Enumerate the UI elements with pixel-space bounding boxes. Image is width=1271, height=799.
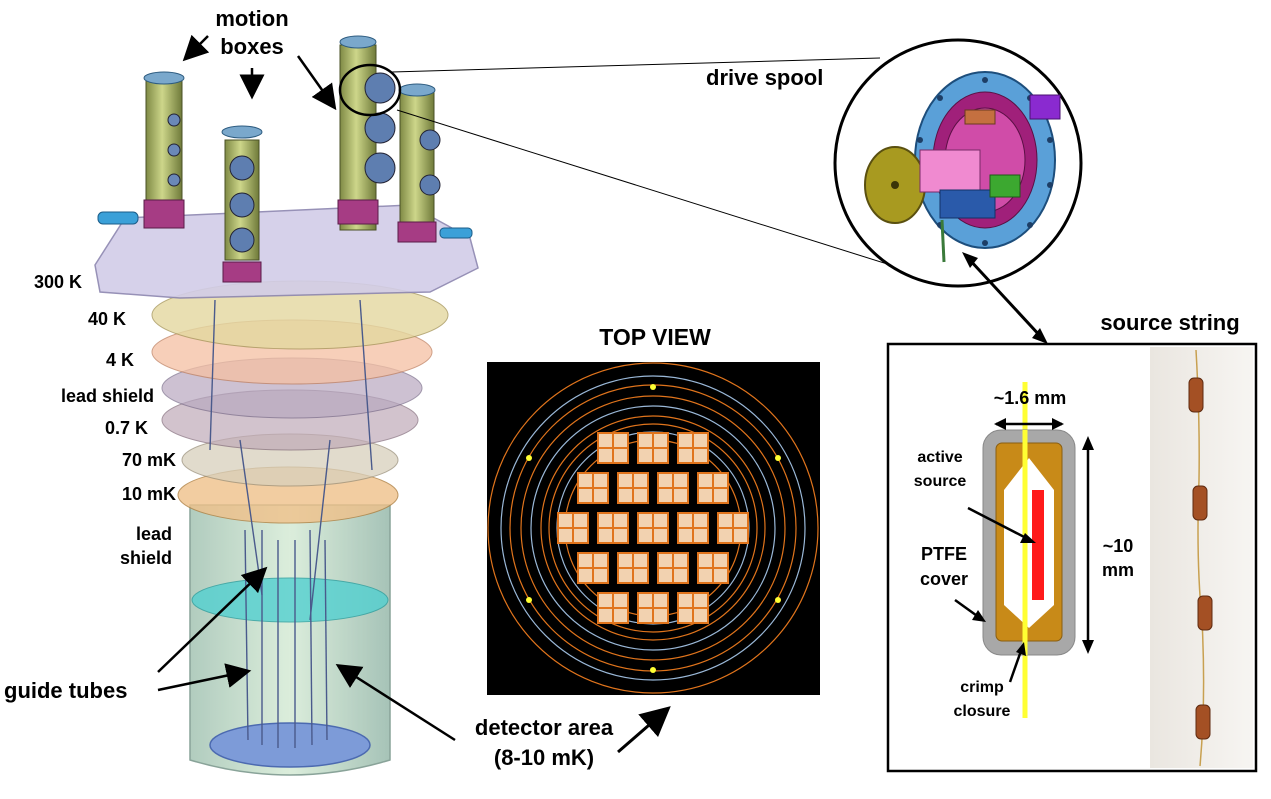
active-source-pointer bbox=[967, 506, 1031, 542]
source-string-photo bbox=[1150, 347, 1253, 768]
zoom-line-bottom bbox=[396, 109, 901, 269]
guide-tube-lines bbox=[209, 299, 373, 748]
plate-300k bbox=[94, 204, 479, 299]
detector-module bbox=[597, 432, 629, 464]
top-view-ring bbox=[540, 415, 766, 641]
motion-box-column-4 bbox=[397, 83, 441, 243]
guide-tubes-label: guide tubes bbox=[4, 678, 127, 703]
stage-label-300k: 300 K bbox=[34, 272, 82, 292]
crimp-label-line2: closure bbox=[954, 703, 1011, 720]
detector-module bbox=[677, 592, 709, 624]
ptfe-label-line2: cover bbox=[920, 569, 968, 589]
active-source bbox=[1032, 490, 1044, 600]
motion-box-column-1 bbox=[143, 71, 185, 229]
detector-area-label-line1: detector area bbox=[475, 715, 614, 740]
detector-module bbox=[597, 592, 629, 624]
ptfe-label-line1: PTFE bbox=[921, 544, 967, 564]
zoom-line-top bbox=[391, 57, 881, 73]
top-view-ring bbox=[520, 395, 786, 661]
active-source-label-line2: source bbox=[914, 473, 967, 490]
top-view-ring bbox=[548, 423, 758, 633]
detector-module bbox=[617, 552, 649, 584]
guide-tube-dots bbox=[526, 384, 781, 673]
cryostat-illustration bbox=[94, 35, 479, 776]
detector-module bbox=[637, 512, 669, 544]
detector-area-label-line2: (8-10 mK) bbox=[494, 745, 594, 770]
cold-plate-teal bbox=[191, 577, 389, 623]
source-string-panel bbox=[886, 342, 1258, 773]
drive-spool-inset bbox=[833, 38, 1083, 288]
side-port-right bbox=[439, 227, 473, 239]
detector-module bbox=[677, 432, 709, 464]
stage-label-10mk: 10 mK bbox=[122, 484, 176, 504]
detector-module bbox=[617, 472, 649, 504]
vessel-bottom bbox=[209, 722, 371, 768]
spool-to-string-arrow bbox=[966, 256, 1044, 340]
stage-label-shield: shield bbox=[120, 548, 172, 568]
detector-module bbox=[717, 512, 749, 544]
top-view-ring bbox=[500, 375, 806, 681]
stage-label-lead: lead bbox=[136, 524, 172, 544]
motion-box-column-3 bbox=[337, 35, 396, 231]
crimp-pointer bbox=[1008, 647, 1024, 683]
detector-module bbox=[597, 512, 629, 544]
stage-label-07k: 0.7 K bbox=[105, 418, 148, 438]
top-view-label: TOP VIEW bbox=[599, 324, 711, 350]
top-view-panel bbox=[487, 362, 820, 695]
motion-boxes-label-line1: motion bbox=[215, 6, 288, 31]
detector-module bbox=[657, 552, 689, 584]
motion-box-column-2 bbox=[221, 125, 263, 283]
stage-label-70mk: 70 mK bbox=[122, 450, 176, 470]
detector-module bbox=[697, 472, 729, 504]
stage-label-lead-shield: lead shield bbox=[61, 386, 154, 406]
top-view-ring bbox=[530, 405, 776, 651]
detector-module bbox=[577, 472, 609, 504]
source-string-label: source string bbox=[1100, 310, 1239, 335]
detector-module bbox=[577, 552, 609, 584]
string-capsules bbox=[1188, 377, 1213, 740]
inner-vessel bbox=[189, 504, 391, 776]
detector-module bbox=[697, 552, 729, 584]
height-dimension-label-line2: mm bbox=[1102, 560, 1134, 580]
motion-boxes-label-line2: boxes bbox=[220, 34, 284, 59]
drive-spool-label: drive spool bbox=[706, 65, 823, 90]
active-source-label-line1: active bbox=[917, 449, 962, 466]
detector-module bbox=[637, 432, 669, 464]
detector-array bbox=[557, 432, 749, 624]
stage-label-4k: 4 K bbox=[106, 350, 134, 370]
detector-module bbox=[557, 512, 589, 544]
top-view-ring bbox=[487, 362, 819, 694]
crimp-label-line1: crimp bbox=[960, 679, 1004, 696]
top-view-arrow bbox=[617, 706, 671, 754]
width-dimension-label: ~1.6 mm bbox=[994, 388, 1067, 408]
detector-module bbox=[637, 592, 669, 624]
drive-spool-highlight bbox=[338, 63, 402, 117]
detector-module bbox=[657, 472, 689, 504]
side-port-left bbox=[97, 211, 139, 225]
stage-label-40k: 40 K bbox=[88, 309, 126, 329]
detector-module bbox=[677, 512, 709, 544]
height-dimension-label-line1: ~10 bbox=[1103, 536, 1134, 556]
cryostat-arrows bbox=[157, 34, 456, 742]
